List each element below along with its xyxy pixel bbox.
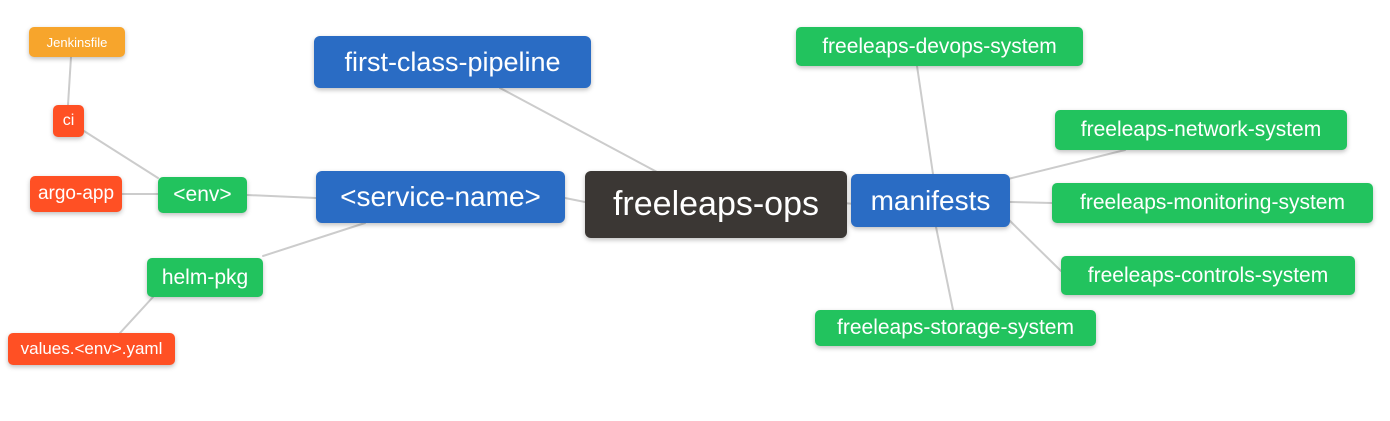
node-label: freeleaps-controls-system xyxy=(1087,263,1329,287)
edge-ci-env xyxy=(83,130,159,179)
edge-manifests-controls xyxy=(1007,218,1062,272)
node-first-class-pipeline[interactable]: first-class-pipeline xyxy=(314,36,591,88)
edge-first-class-pipeline-freeleaps-ops xyxy=(499,87,658,173)
node-label: freeleaps-storage-system xyxy=(837,316,1074,339)
node-jenkinsfile[interactable]: Jenkinsfile xyxy=(29,27,125,57)
node-env[interactable]: <env> xyxy=(158,177,247,213)
node-label: argo-app xyxy=(37,183,115,204)
node-freeleaps-monitoring-system[interactable]: freeleaps-monitoring-system xyxy=(1052,183,1373,223)
node-label: Jenkinsfile xyxy=(46,34,108,50)
node-label: values.<env>.yaml xyxy=(20,339,163,358)
edge-manifests-devops xyxy=(916,65,934,175)
node-label: manifests xyxy=(870,184,991,216)
node-freeleaps-ops-root[interactable]: freeleaps-ops xyxy=(585,171,847,238)
edge-service-name-helm-pkg xyxy=(262,222,366,257)
node-service-name[interactable]: <service-name> xyxy=(316,171,565,223)
edge-manifests-storage xyxy=(935,226,954,311)
node-values-env-yaml[interactable]: values.<env>.yaml xyxy=(8,333,175,365)
node-freeleaps-network-system[interactable]: freeleaps-network-system xyxy=(1055,110,1347,150)
node-label: freeleaps-network-system xyxy=(1080,118,1322,141)
node-freeleaps-devops-system[interactable]: freeleaps-devops-system xyxy=(796,27,1083,66)
node-label: first-class-pipeline xyxy=(344,46,561,77)
node-label: ci xyxy=(62,112,75,129)
node-freeleaps-storage-system[interactable]: freeleaps-storage-system xyxy=(815,310,1096,346)
node-label: <env> xyxy=(173,183,232,206)
node-label: helm-pkg xyxy=(161,265,249,289)
edge-service-name-freeleaps-ops xyxy=(564,197,586,203)
node-argo-app[interactable]: argo-app xyxy=(30,176,122,212)
edge-manifests-network xyxy=(1007,149,1126,180)
edge-jenkinsfile-ci xyxy=(67,56,72,106)
node-label: <service-name> xyxy=(340,181,541,212)
node-freeleaps-controls-system[interactable]: freeleaps-controls-system xyxy=(1061,256,1355,295)
node-manifests[interactable]: manifests xyxy=(851,174,1010,227)
node-label: freeleaps-monitoring-system xyxy=(1080,191,1345,214)
edge-helm-pkg-values xyxy=(119,296,154,334)
edge-env-service-name xyxy=(246,194,317,199)
edge-manifests-monitoring xyxy=(1009,201,1053,204)
node-label: freeleaps-devops-system xyxy=(822,34,1057,58)
node-ci[interactable]: ci xyxy=(53,105,84,137)
node-label: freeleaps-ops xyxy=(612,185,819,223)
node-helm-pkg[interactable]: helm-pkg xyxy=(147,258,263,297)
